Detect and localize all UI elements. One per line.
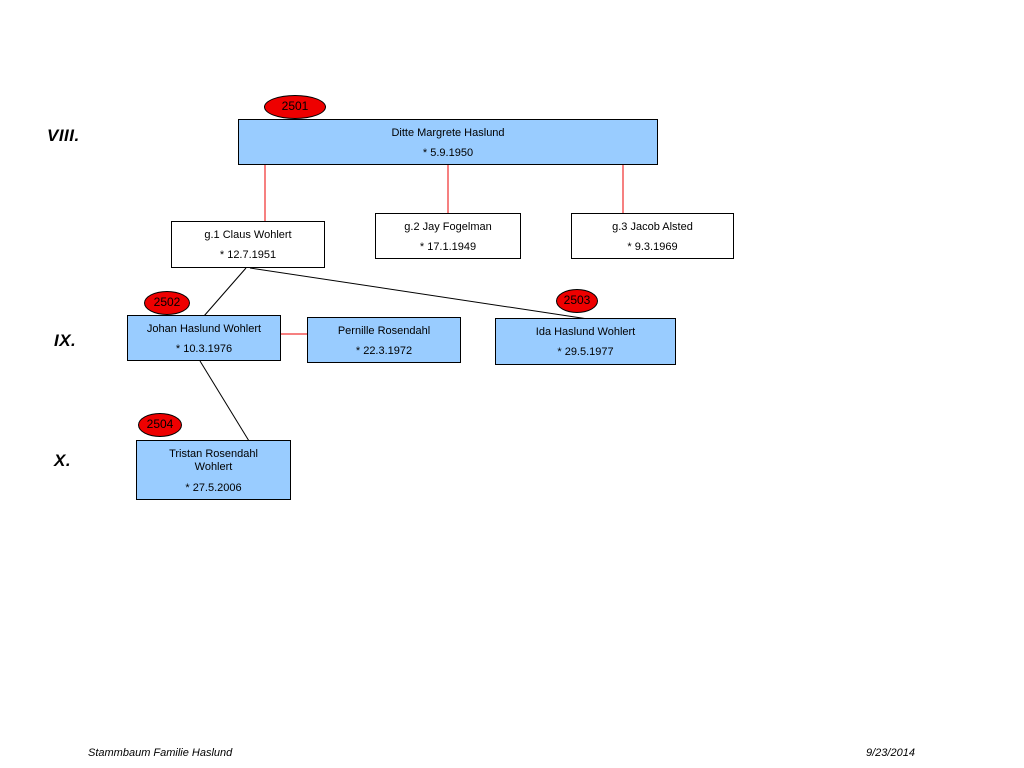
person-name: Ida Haslund Wohlert: [535, 326, 636, 338]
person-birth-date: * 27.5.2006: [185, 482, 242, 494]
person-birth-date: * 17.1.1949: [419, 241, 477, 253]
person-name: Tristan Rosendahl Wohlert: [169, 448, 258, 473]
person-name: Ditte Margrete Haslund: [391, 127, 505, 139]
person-box-claus[interactable]: g.1 Claus Wohlert * 12.7.1951: [171, 221, 325, 268]
person-birth-date: * 29.5.1977: [557, 346, 614, 358]
person-name: Johan Haslund Wohlert: [146, 323, 262, 335]
person-birth-date: * 9.3.1969: [627, 241, 678, 253]
person-box-jay[interactable]: g.2 Jay Fogelman * 17.1.1949: [375, 213, 521, 259]
descent-line-johan: [203, 267, 247, 317]
person-box-jacob[interactable]: g.3 Jacob Alsted * 9.3.1969: [571, 213, 734, 259]
person-birth-date: * 10.3.1976: [175, 343, 233, 355]
footer-title: Stammbaum Familie Haslund: [88, 747, 233, 759]
badge-2501: 2501: [264, 95, 326, 119]
generation-label-viii: VIII.: [47, 126, 80, 145]
person-name: Pernille Rosendahl: [337, 325, 431, 337]
person-birth-date: * 22.3.1972: [355, 345, 413, 357]
person-name: g.3 Jacob Alsted: [612, 221, 693, 233]
person-box-pernille[interactable]: Pernille Rosendahl * 22.3.1972: [307, 317, 461, 363]
person-box-ida[interactable]: Ida Haslund Wohlert * 29.5.1977: [495, 318, 676, 365]
badge-2504: 2504: [138, 413, 182, 437]
person-box-tristan[interactable]: Tristan Rosendahl Wohlert * 27.5.2006: [136, 440, 291, 500]
badge-2503: 2503: [556, 289, 598, 313]
badge-2502: 2502: [144, 291, 190, 315]
person-birth-date: * 5.9.1950: [422, 147, 474, 159]
generation-label-x: X.: [54, 451, 72, 470]
descent-line-tristan: [199, 360, 250, 442]
generation-label-ix: IX.: [54, 331, 77, 350]
person-box-johan[interactable]: Johan Haslund Wohlert * 10.3.1976: [127, 315, 281, 361]
person-box-ditte[interactable]: Ditte Margrete Haslund * 5.9.1950: [238, 119, 658, 165]
person-birth-date: * 12.7.1951: [219, 249, 277, 261]
footer-date: 9/23/2014: [866, 747, 915, 759]
person-name: g.2 Jay Fogelman: [404, 221, 492, 233]
descent-line-ida: [249, 267, 589, 320]
person-name: g.1 Claus Wohlert: [204, 229, 292, 241]
